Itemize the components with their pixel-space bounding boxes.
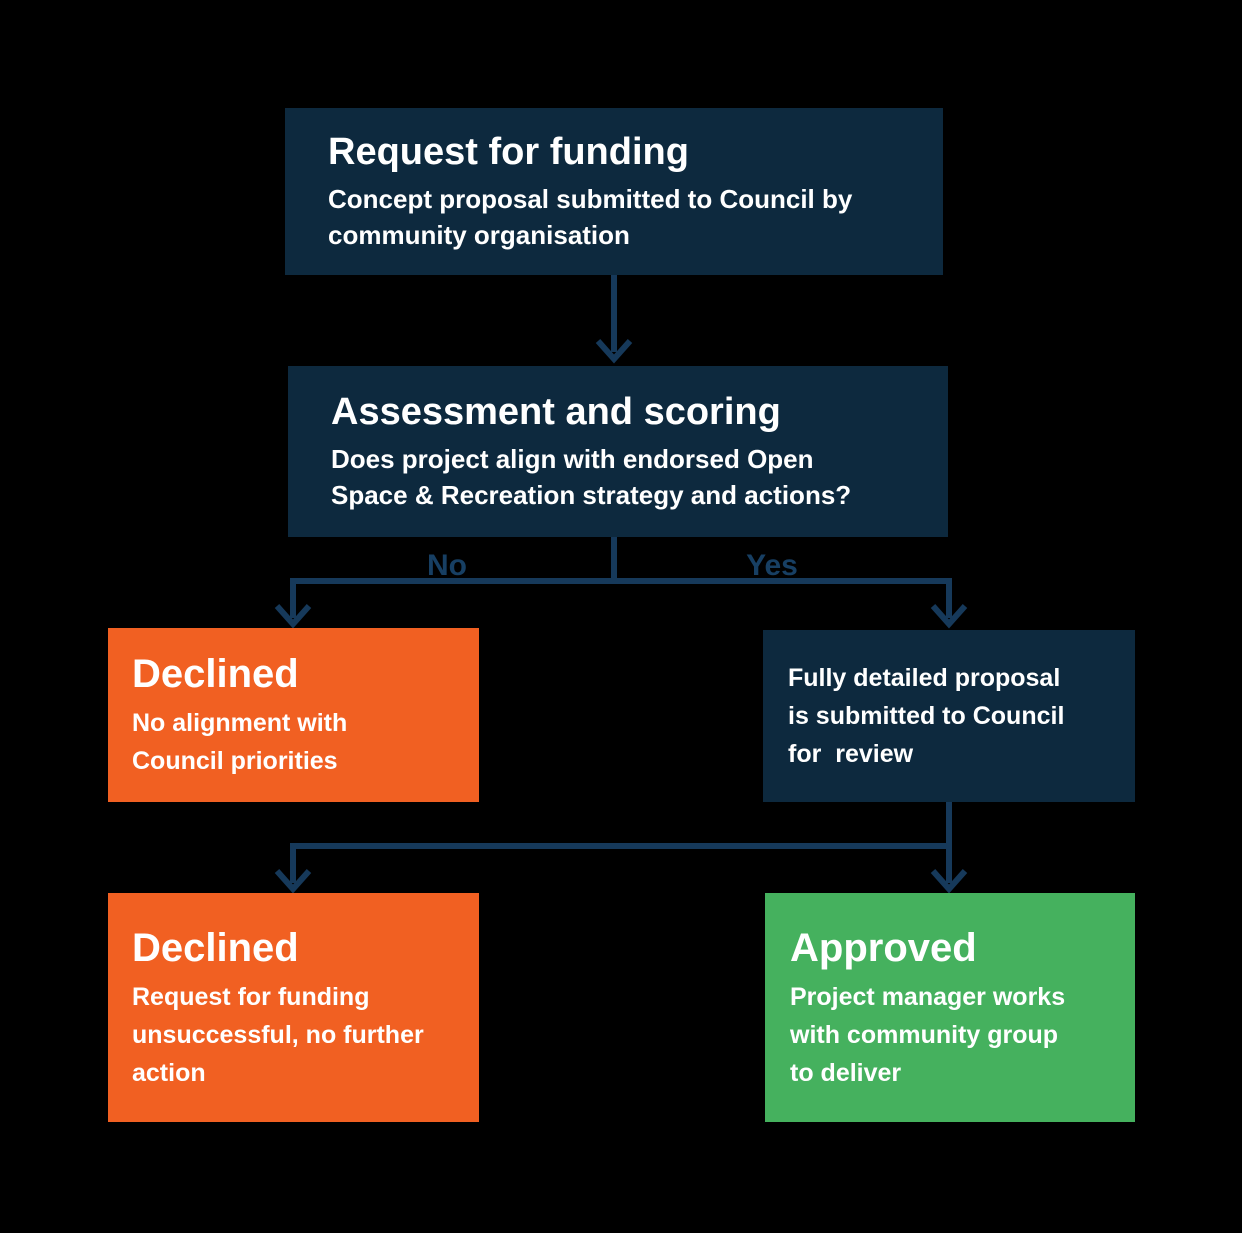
- branch-label-no: No: [427, 549, 467, 582]
- node-approved: Approved Project manager works with comm…: [765, 893, 1135, 1122]
- node-body: Concept proposal submitted to Council by…: [328, 184, 853, 251]
- node-body: Does project align with endorsed Open Sp…: [331, 444, 852, 511]
- node-title: Approved: [790, 925, 977, 970]
- node-assessment-and-scoring: Assessment and scoring Does project alig…: [288, 366, 948, 537]
- arrowhead-down-icon: [274, 869, 312, 894]
- connector-request-to-assessment: [595, 275, 633, 364]
- node-request-for-funding: Request for funding Concept proposal sub…: [285, 108, 943, 275]
- node-body: Project manager works with community gro…: [790, 982, 1066, 1087]
- arrowhead-down-icon: [595, 339, 633, 364]
- node-body: Fully detailed proposal is submitted to …: [788, 664, 1065, 768]
- connector-proposal-branch: [274, 802, 968, 894]
- node-detailed-proposal: Fully detailed proposal is submitted to …: [763, 630, 1135, 802]
- arrowhead-down-icon: [930, 604, 968, 629]
- arrowhead-down-icon: [274, 604, 312, 629]
- node-title: Request for funding: [328, 130, 689, 173]
- node-title: Declined: [132, 925, 299, 970]
- node-body: No alignment with Council priorities: [132, 709, 348, 775]
- arrowhead-down-icon: [930, 869, 968, 894]
- branch-label-yes: Yes: [746, 549, 798, 582]
- connector-assessment-branch: [274, 537, 968, 629]
- node-title: Assessment and scoring: [331, 390, 781, 433]
- node-declined-no-alignment: Declined No alignment with Council prior…: [108, 628, 479, 802]
- node-title: Declined: [132, 652, 299, 696]
- node-body: Request for funding unsuccessful, no fur…: [132, 982, 424, 1087]
- node-declined-unsuccessful: Declined Request for funding unsuccessfu…: [108, 893, 479, 1122]
